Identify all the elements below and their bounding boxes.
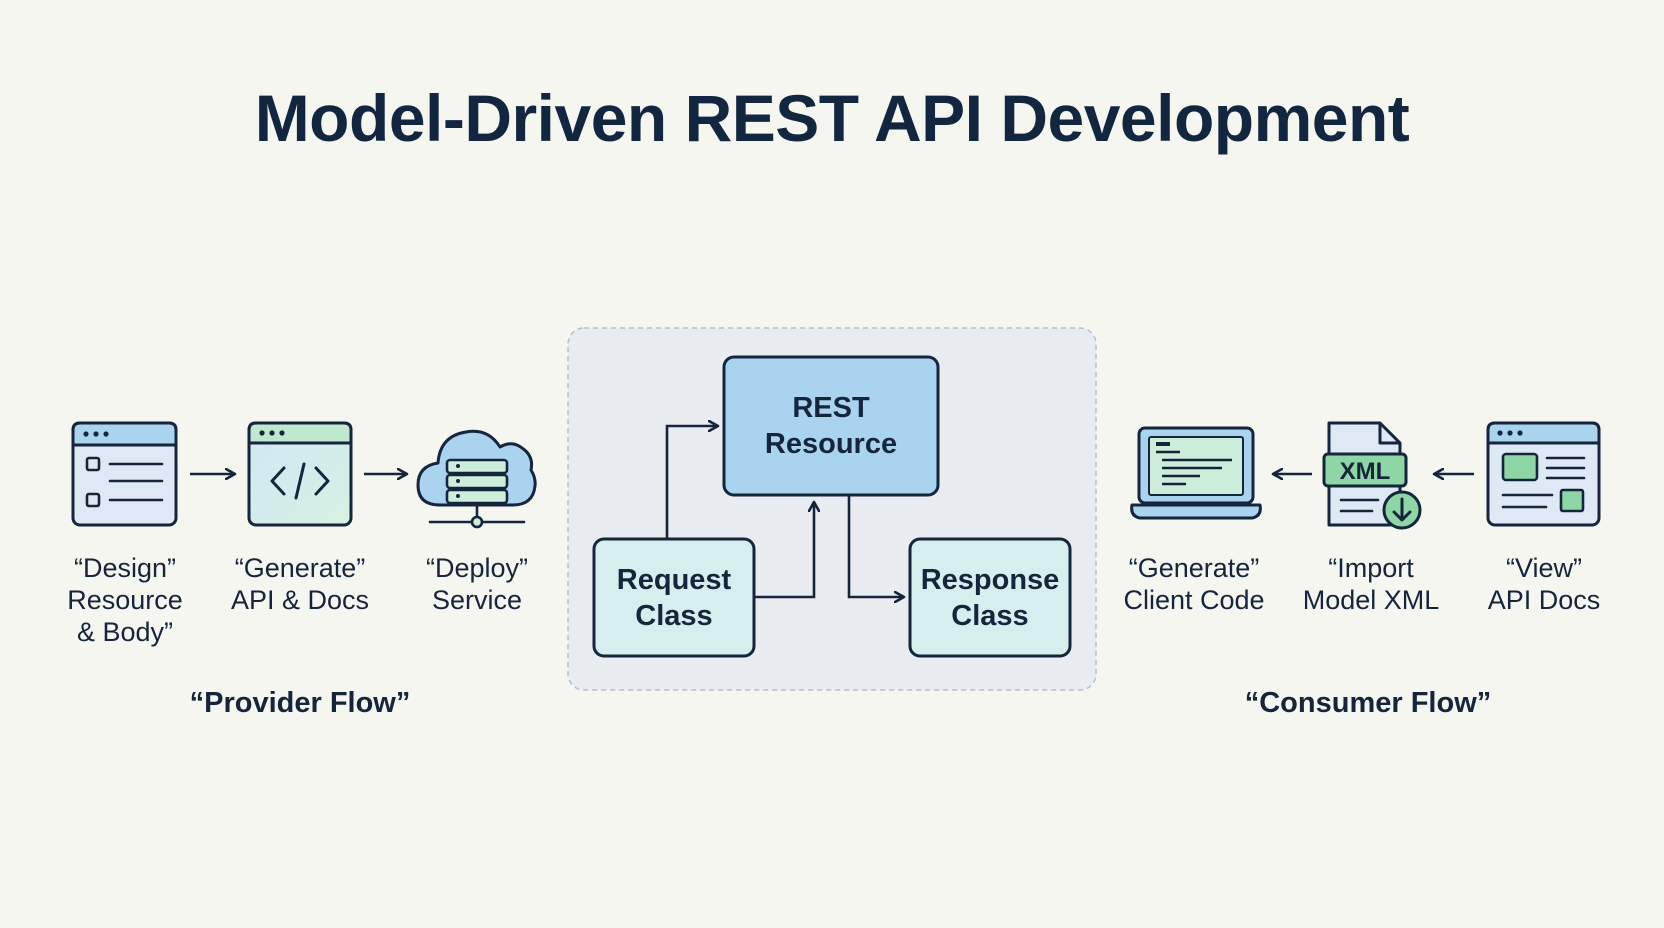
design-line3: & Body” [76,617,174,647]
rest-resource-box [722,355,940,497]
deploy-line2: Service [431,585,523,615]
response-class-box [908,537,1072,658]
rest-resource-line2: Resource [764,428,898,460]
resource-to-response-arrow [847,495,903,597]
request-class-line2: Class [635,599,713,632]
design-line1: “Design” [73,553,177,583]
view-docs-line1: “View” [1505,553,1583,583]
rest-resource-line1: REST [792,392,870,424]
generate-api-line2: API & Docs [230,585,370,615]
client-code-line2: Client Code [1123,585,1265,615]
laptop-code-icon [1130,426,1262,520]
import-xml-line1: “Import [1328,553,1414,583]
page-title: Model-Driven REST API Development [254,81,1410,155]
deploy-line1: “Deploy” [425,553,529,583]
consumer-flow-label: “Consumer Flow” [1244,687,1492,719]
consumer-step-view-docs: “View” API Docs [1468,552,1620,616]
code-window-icon [247,421,353,527]
provider-step-design: “Design” Resource & Body” [44,552,206,648]
xml-file-download-icon: XML [1322,421,1422,530]
provider-step-deploy: “Deploy” Service [397,552,557,616]
generate-api-line1: “Generate” [234,553,366,583]
docs-window-icon [1486,421,1601,527]
response-class-line2: Class [951,599,1029,632]
request-to-resource-arrow [665,426,717,539]
cloud-server-icon [416,429,537,529]
client-code-line1: “Generate” [1128,553,1260,583]
import-xml-line2: Model XML [1302,585,1440,615]
consumer-step-client-code: “Generate” Client Code [1104,552,1284,616]
response-class-line1: Response [920,563,1060,596]
provider-flow-label: “Provider Flow” [189,687,411,719]
request-to-resource-arrow-2 [754,503,814,599]
form-window-icon [71,421,178,527]
provider-step-generate: “Generate” API & Docs [218,552,382,616]
consumer-step-import-xml: “Import Model XML [1286,552,1456,616]
xml-badge-label: XML [1340,458,1391,485]
request-class-line1: Request [616,563,732,596]
view-docs-line2: API Docs [1487,585,1601,615]
rest-resource-label: REST Resource [724,357,938,495]
design-line2: Resource [67,585,183,615]
